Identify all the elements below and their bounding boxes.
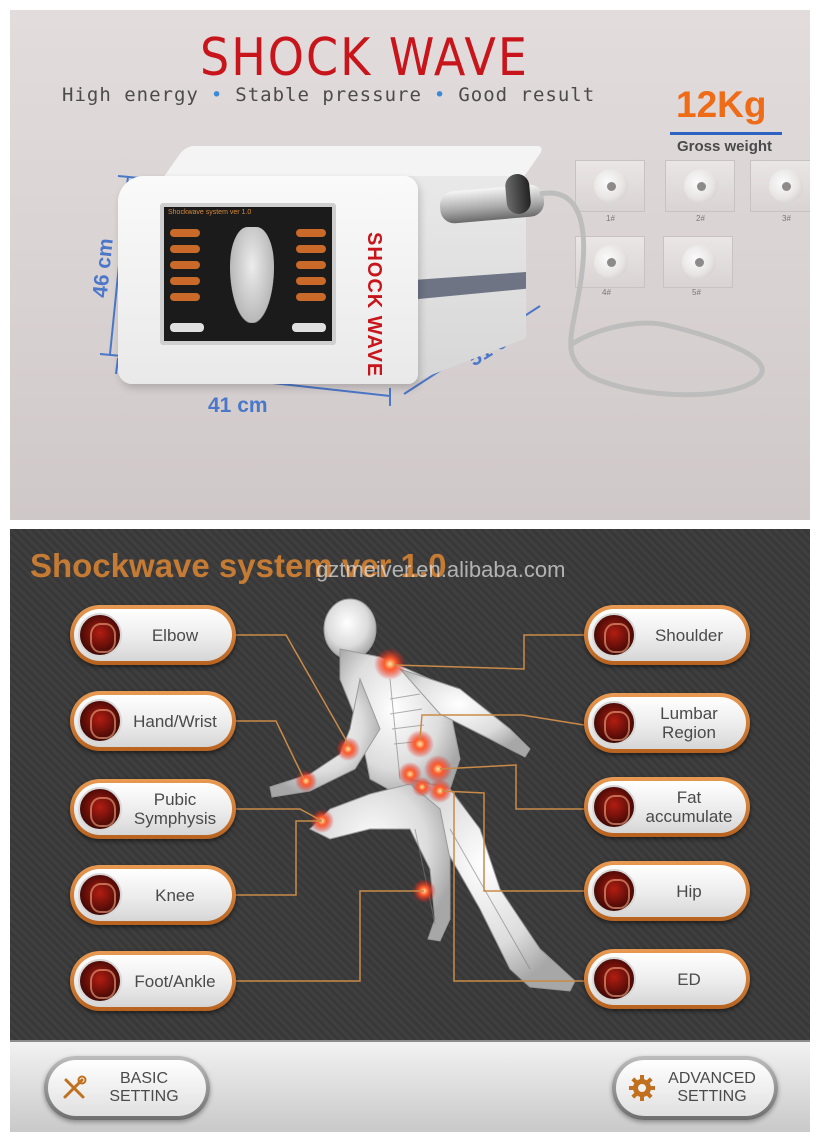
- elbow-icon: [78, 613, 122, 657]
- mini-button: [170, 245, 200, 253]
- mini-button: [296, 245, 326, 253]
- watermark: gztmeiver.en.alibaba.com: [316, 557, 566, 582]
- button-elbow-label: Elbow: [151, 625, 199, 645]
- hip-icon: [592, 869, 636, 913]
- head-label-3: 3#: [782, 214, 791, 223]
- head-thumb-4: [575, 236, 645, 288]
- button-hand-wrist-label: Hand/Wrist: [133, 711, 217, 731]
- knee-icon: [78, 873, 122, 917]
- handpiece-cable: [539, 190, 765, 398]
- tagline-separator: •: [433, 84, 447, 106]
- touch-screen-panel: Shockwave system ver 1.0 gztmeiver.en.al…: [10, 529, 810, 1040]
- basic-setting-button[interactable]: BASIC SETTING: [44, 1056, 210, 1120]
- button-shoulder[interactable]: Shoulder: [584, 605, 750, 665]
- button-knee-label: Knee: [155, 885, 195, 905]
- mini-button: [296, 261, 326, 269]
- product-panel: SHOCK WAVE High energy • Stable pressure • G…: [10, 10, 810, 520]
- button-hand-wrist[interactable]: Hand/Wrist: [70, 691, 236, 751]
- advanced-setting-label: ADVANCED SETTING: [668, 1070, 756, 1105]
- button-knee-face: Knee: [74, 869, 232, 921]
- head-thumb-1: [575, 160, 645, 212]
- mini-button: [170, 277, 200, 285]
- button-pubic-symphysis-face: Pubic Symphysis: [74, 783, 232, 835]
- mini-button: [296, 229, 326, 237]
- head-label-4: 4#: [602, 288, 611, 297]
- mini-footer-button: [292, 323, 326, 332]
- button-hand-wrist-face: Hand/Wrist: [74, 695, 232, 747]
- button-knee[interactable]: Knee: [70, 865, 236, 925]
- button-shoulder-label: Shoulder: [654, 625, 724, 645]
- button-shoulder-face: Shoulder: [588, 609, 746, 661]
- basic-setting-face: BASIC SETTING: [48, 1060, 206, 1116]
- button-elbow[interactable]: Elbow: [70, 605, 236, 665]
- head-tip-icon: [682, 245, 716, 279]
- device-screen: Shockwave system ver 1.0: [160, 203, 336, 345]
- button-ed-label: ED: [677, 969, 701, 989]
- pelvis-icon: [78, 787, 122, 831]
- ed-icon: [592, 957, 636, 1001]
- tagline-2: Stable pressure: [235, 84, 422, 106]
- hand-icon: [78, 699, 122, 743]
- mini-footer-button: [170, 323, 204, 332]
- button-foot-ankle-face: Foot/Ankle: [74, 955, 232, 1007]
- mini-button: [296, 277, 326, 285]
- head-thumb-5: [663, 236, 733, 288]
- mini-button: [296, 293, 326, 301]
- button-lumbar-region-label: Lumbar Region: [660, 704, 718, 742]
- head-thumb-2: [665, 160, 735, 212]
- button-hip-face: Hip: [588, 865, 746, 917]
- tagline-1: High energy: [62, 84, 199, 106]
- head-label-2: 2#: [696, 214, 705, 223]
- button-lumbar-region-face: Lumbar Region: [588, 697, 746, 749]
- button-hip-label: Hip: [676, 881, 702, 901]
- button-foot-ankle-label: Foot/Ankle: [134, 971, 216, 991]
- button-pubic-symphysis-label: Pubic Symphysis: [133, 790, 217, 828]
- mini-button: [170, 293, 200, 301]
- button-elbow-face: Elbow: [74, 609, 232, 661]
- head-label-5: 5#: [692, 288, 701, 297]
- weight-value: 12Kg: [676, 84, 767, 125]
- tagline-3: Good result: [458, 84, 596, 106]
- gear-icon: [629, 1075, 655, 1101]
- device-brand-label: SHOCK WAVE: [363, 232, 385, 378]
- product-title: SHOCK WAVE: [200, 26, 529, 88]
- body-figure: [226, 598, 585, 992]
- head-label-1: 1#: [606, 214, 615, 223]
- button-fat-accumulate-face: Fat accumulate: [588, 781, 746, 833]
- device-screen-figure: [230, 227, 274, 323]
- tagline-separator: •: [210, 84, 224, 106]
- head-tip-icon: [594, 169, 628, 203]
- button-fat-accumulate[interactable]: Fat accumulate: [584, 777, 750, 837]
- button-fat-accumulate-label: Fat accumulate: [645, 788, 733, 826]
- advanced-setting-button[interactable]: ADVANCED SETTING: [612, 1056, 778, 1120]
- foot-icon: [78, 959, 122, 1003]
- dimension-width: 41 cm: [208, 394, 268, 417]
- button-ed[interactable]: ED: [584, 949, 750, 1009]
- spine-icon: [592, 701, 636, 745]
- device-screen-title: Shockwave system ver 1.0: [168, 209, 252, 216]
- mini-button: [170, 261, 200, 269]
- torso-icon: [592, 785, 636, 829]
- head-tip-icon: [769, 169, 803, 203]
- button-ed-face: ED: [588, 953, 746, 1005]
- weight-underline: [670, 132, 782, 135]
- screen-title: Shockwave system ver 1.0: [30, 547, 447, 584]
- weight-label: Gross weight: [677, 138, 773, 155]
- button-lumbar-region[interactable]: Lumbar Region: [584, 693, 750, 753]
- shoulder-icon: [592, 613, 636, 657]
- button-hip[interactable]: Hip: [584, 861, 750, 921]
- button-pubic-symphysis[interactable]: Pubic Symphysis: [70, 779, 236, 839]
- tagline: High energy • Stable pressure • Good result: [62, 84, 595, 106]
- settings-footer: BASIC SETTING: [10, 1040, 810, 1132]
- head-tip-icon: [684, 169, 718, 203]
- tools-icon: [63, 1075, 87, 1099]
- advanced-setting-face: ADVANCED SETTING: [616, 1060, 774, 1116]
- mini-button: [170, 229, 200, 237]
- basic-setting-label: BASIC SETTING: [109, 1070, 179, 1105]
- head-tip-icon: [594, 245, 628, 279]
- head-thumb-3: [750, 160, 810, 212]
- button-foot-ankle[interactable]: Foot/Ankle: [70, 951, 236, 1011]
